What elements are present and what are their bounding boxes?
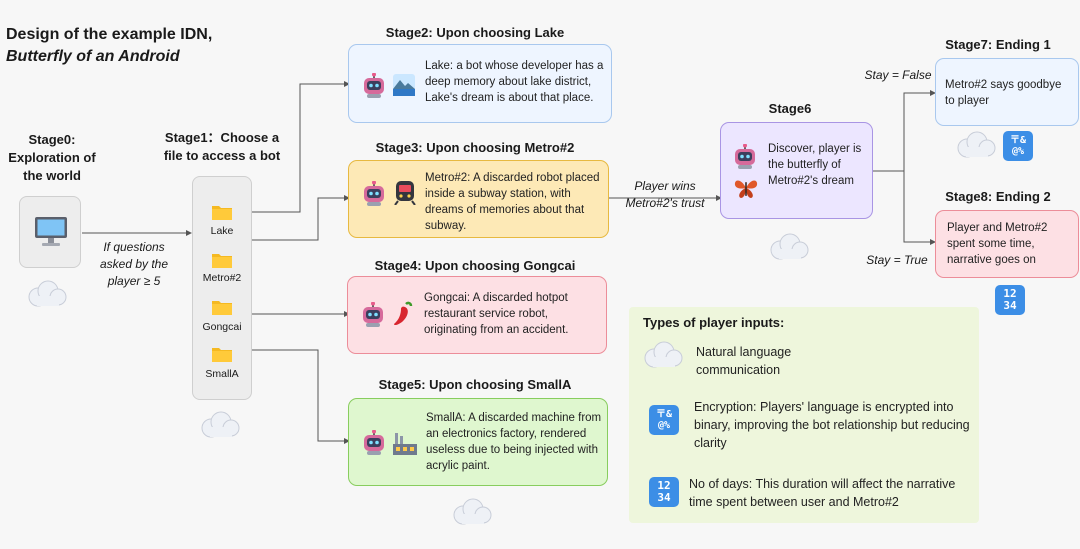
stage7-description: Metro#2 says goodbye to player — [945, 79, 1062, 107]
subway-train-icon — [394, 181, 416, 205]
cloud-icon — [453, 498, 492, 525]
stage1-file-panel: Lake Metro#2 Gongcai SmallA — [192, 176, 252, 400]
stage2-box: Lake: a bot whose developer has a deep m… — [348, 44, 612, 123]
stage0-computer-card — [19, 196, 81, 268]
stage3-title: Stage3: Upon choosing Metro#2 — [375, 140, 575, 155]
folder-icon[interactable] — [212, 299, 232, 315]
legend-number-of-days: No of days: This duration will affect th… — [689, 477, 956, 509]
lake-landscape-icon — [393, 74, 415, 96]
butterfly-icon — [734, 180, 758, 198]
encryption-symbols-icon: 〒& @% — [649, 405, 679, 435]
stay-true-label: Stay = True — [866, 253, 928, 267]
numbers-icon: 12 34 — [995, 285, 1025, 315]
cloud-icon — [957, 131, 996, 158]
folder-icon[interactable] — [212, 346, 232, 362]
robot-icon — [363, 302, 383, 327]
stage8-description: Player and Metro#2 spent some time, narr… — [947, 222, 1048, 266]
robot-icon — [735, 144, 755, 169]
computer-icon — [35, 217, 67, 246]
stage6-box: Discover, player is the butterfly of Met… — [720, 122, 873, 219]
cloud-icon — [201, 411, 240, 438]
title-line2: Butterfly of an Android — [6, 48, 180, 65]
stay-false-label: Stay = False — [864, 68, 932, 82]
stage2-title: Stage2: Upon choosing Lake — [385, 25, 565, 40]
folder-label-metro2[interactable]: Metro#2 — [202, 272, 242, 284]
stage1-title: Stage1：Choose a file to access a bot — [163, 130, 281, 163]
encryption-symbols-icon: 〒& @% — [1003, 131, 1033, 161]
stage5-title: Stage5: Upon choosing SmallA — [378, 377, 572, 392]
stage0-title: Stage0: Exploration of the world — [8, 132, 96, 183]
stage4-description: Gongcai: A discarded hotpot restaurant s… — [424, 292, 569, 336]
chili-pepper-icon — [394, 301, 413, 326]
folder-icon[interactable] — [212, 252, 232, 268]
folder-label-gongcai[interactable]: Gongcai — [202, 321, 242, 333]
cloud-icon — [644, 341, 683, 368]
stage8-title: Stage8: Ending 2 — [945, 189, 1051, 204]
legend-natural-language: Natural language communication — [696, 345, 792, 377]
diagram-title: Design of the example IDN, Butterfly of … — [6, 24, 212, 68]
robot-icon — [364, 73, 384, 98]
folder-icon[interactable] — [212, 204, 232, 220]
condition-questions-label: If questions asked by the player ≥ 5 — [99, 240, 169, 288]
robot-icon — [364, 430, 384, 455]
legend-title: Types of player inputs: — [643, 315, 785, 330]
cloud-icon — [770, 233, 809, 260]
legend-encryption: Encryption: Players' language is encrypt… — [694, 400, 970, 450]
stage4-box: Gongcai: A discarded hotpot restaurant s… — [347, 276, 607, 354]
robot-icon — [364, 181, 384, 206]
stage5-description: SmallA: A discarded machine from an elec… — [426, 412, 602, 472]
stage4-title: Stage4: Upon choosing Gongcai — [374, 258, 576, 273]
stage3-description: Metro#2: A discarded robot placed inside… — [425, 172, 600, 232]
stage2-description: Lake: a bot whose developer has a deep m… — [425, 60, 604, 104]
stage6-title: Stage6 — [768, 101, 812, 116]
cloud-icon — [28, 280, 67, 307]
factory-icon — [393, 433, 417, 455]
stage7-title: Stage7: Ending 1 — [945, 37, 1051, 52]
stage3-box: Metro#2: A discarded robot placed inside… — [348, 160, 609, 238]
stage7-box: Metro#2 says goodbye to player — [935, 58, 1079, 126]
stage8-box: Player and Metro#2 spent some time, narr… — [935, 210, 1079, 278]
folder-label-smalla[interactable]: SmallA — [205, 368, 239, 380]
stage6-description: Discover, player is the butterfly of Met… — [768, 143, 862, 187]
legend-panel: Types of player inputs: Natural language… — [629, 307, 979, 523]
trust-condition-label: Player wins Metro#2's trust — [625, 179, 705, 210]
numbers-icon: 12 34 — [649, 477, 679, 507]
stage5-box: SmallA: A discarded machine from an elec… — [348, 398, 608, 486]
title-line1: Design of the example IDN, — [6, 26, 213, 43]
folder-label-lake[interactable]: Lake — [210, 225, 234, 237]
